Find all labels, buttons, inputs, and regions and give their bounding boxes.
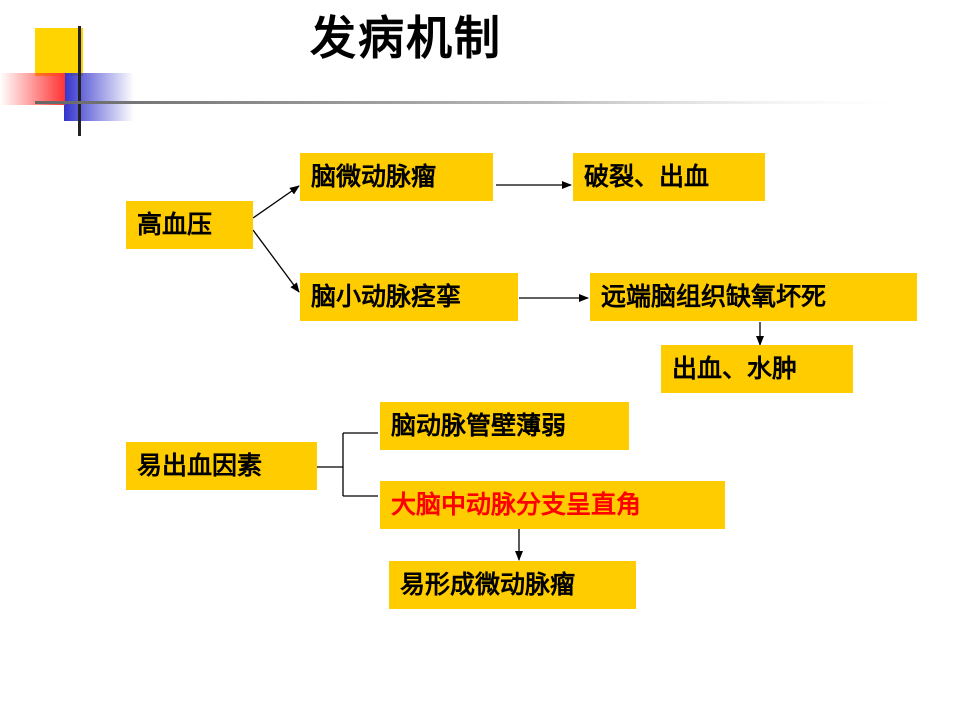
node-arteriole-spasm: 脑小动脉痉挛: [300, 273, 518, 321]
deco-blue-square: [64, 73, 134, 121]
node-bleed-factors: 易出血因素: [126, 442, 317, 490]
deco-yellow-square: [35, 28, 83, 76]
page-title: 发病机制: [310, 11, 502, 65]
node-right-angle-branch: 大脑中动脉分支呈直角: [380, 481, 725, 529]
bracket-bleed-factors: [317, 432, 378, 497]
deco-horizontal-line: [35, 101, 895, 104]
node-forms-aneurysm: 易形成微动脉瘤: [389, 561, 636, 609]
node-hypertension: 高血压: [126, 201, 253, 249]
node-micro-aneurysm: 脑微动脉瘤: [300, 153, 493, 201]
node-rupture-bleed: 破裂、出血: [573, 153, 765, 201]
arrow-hypertension-to-spasm: [252, 229, 300, 293]
deco-red-bar: [0, 73, 65, 105]
node-bleed-edema: 出血、水肿: [661, 345, 853, 393]
node-distal-necrosis: 远端脑组织缺氧坏死: [590, 273, 917, 321]
deco-vertical-line: [78, 26, 81, 136]
arrow-hypertension-to-aneurysm: [252, 185, 300, 219]
node-weak-wall: 脑动脉管壁薄弱: [380, 402, 629, 450]
